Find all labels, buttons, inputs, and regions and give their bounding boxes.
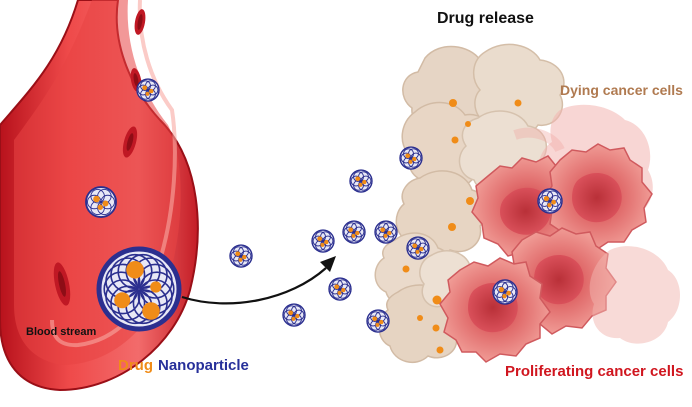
nanoparticle bbox=[399, 146, 423, 170]
nanoparticles bbox=[85, 78, 563, 333]
nanoparticle bbox=[342, 220, 366, 244]
nanoparticle bbox=[374, 220, 398, 244]
dying-cancer-cells bbox=[374, 43, 565, 364]
delivery-arrow bbox=[181, 256, 336, 305]
nanoparticle-label: Nanoparticle bbox=[158, 357, 249, 374]
red-blood-cells bbox=[53, 9, 146, 306]
nanoparticle bbox=[136, 78, 160, 102]
dying-cancer-cells-label: Dying cancer cells bbox=[560, 82, 683, 98]
drug-label: Drug bbox=[118, 357, 153, 374]
nanoparticle bbox=[229, 244, 253, 268]
nanoparticle bbox=[492, 279, 518, 305]
large-nanoparticle bbox=[96, 246, 182, 332]
nanoparticle bbox=[85, 186, 117, 218]
nanoparticle bbox=[96, 246, 182, 332]
blood-stream-label: Blood stream bbox=[26, 326, 97, 338]
nanoparticle bbox=[282, 303, 306, 327]
nanoparticle bbox=[311, 229, 335, 253]
proliferating-cancer-cells-label: Proliferating cancer cells bbox=[505, 363, 684, 380]
proliferating-cancer-cells bbox=[439, 104, 680, 363]
nanoparticle bbox=[537, 188, 563, 214]
drug-release-label: Drug release bbox=[437, 10, 534, 27]
nanoparticle bbox=[366, 309, 390, 333]
released-drug-dots bbox=[402, 99, 522, 354]
nanoparticle bbox=[328, 277, 352, 301]
nanoparticle bbox=[349, 169, 373, 193]
nanoparticle bbox=[406, 236, 430, 260]
